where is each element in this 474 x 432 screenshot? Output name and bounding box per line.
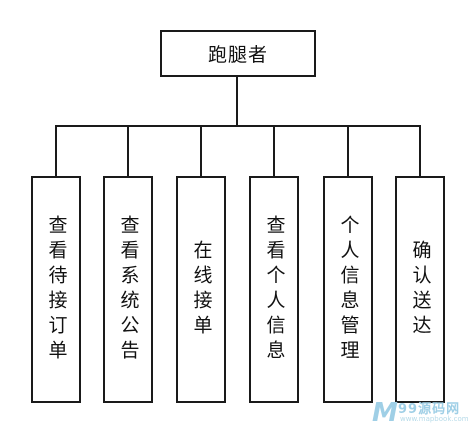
watermark-url: www.mapbook.com — [400, 415, 469, 423]
child-connector-5 — [347, 125, 349, 176]
child-node-personal-info-management: 个人信息管理 — [323, 176, 373, 403]
child-node-label: 个人信息管理 — [337, 214, 360, 365]
child-node-view-pending-orders: 查看待接订单 — [31, 176, 81, 403]
child-node-confirm-delivery: 确认送达 — [395, 176, 445, 403]
watermark-text: 99源码网 — [398, 402, 461, 417]
watermark: M 99源码网 www.mapbook.com — [372, 396, 472, 428]
child-connector-3 — [200, 125, 202, 176]
child-node-label: 查看个人信息 — [263, 214, 286, 365]
child-node-label: 在线接单 — [190, 239, 213, 340]
root-node: 跑腿者 — [160, 30, 316, 77]
child-node-label: 查看待接订单 — [45, 214, 68, 365]
child-connector-4 — [273, 125, 275, 176]
child-node-online-accept: 在线接单 — [176, 176, 226, 403]
child-connector-1 — [55, 125, 57, 176]
child-connector-2 — [127, 125, 129, 176]
root-connector-vertical — [236, 77, 238, 126]
child-node-label: 确认送达 — [409, 239, 432, 340]
child-node-view-announcements: 查看系统公告 — [103, 176, 153, 403]
child-connector-6 — [419, 125, 421, 176]
watermark-logo-icon: M — [372, 398, 398, 428]
horizontal-bus-line — [55, 125, 420, 127]
child-node-label: 查看系统公告 — [117, 214, 140, 365]
root-node-label: 跑腿者 — [207, 44, 268, 66]
child-node-view-personal-info: 查看个人信息 — [249, 176, 299, 403]
